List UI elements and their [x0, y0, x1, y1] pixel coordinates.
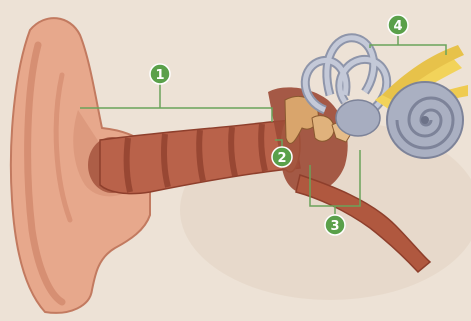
callout-3-number: 3: [330, 219, 339, 234]
callout-2-number: 2: [277, 151, 286, 166]
vestibule: [336, 100, 380, 136]
callout-2: 2: [272, 147, 292, 167]
callout-4-number: 4: [393, 19, 402, 34]
cochlea: [387, 82, 463, 158]
callout-1-number: 1: [155, 68, 164, 83]
callout-3: 3: [325, 215, 345, 235]
callout-4: 4: [388, 15, 408, 35]
callout-1: 1: [150, 64, 170, 84]
